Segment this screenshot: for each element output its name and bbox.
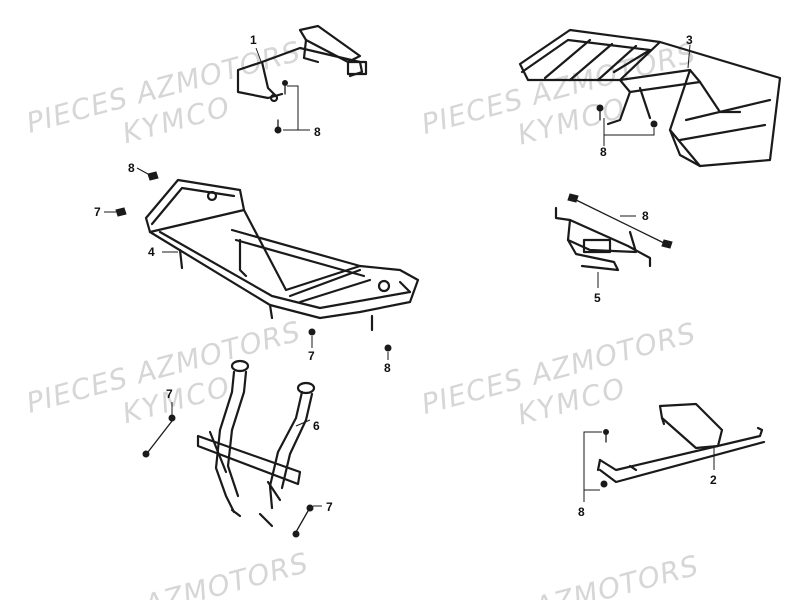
callout-7: 7: [166, 387, 173, 401]
part-7-bolt-front-rack-bottom: [308, 328, 316, 348]
callout-7: 7: [94, 205, 101, 219]
callout-7: 7: [308, 349, 315, 363]
watermark-mid-right: PIECES AZMOTORS KYMCO: [418, 316, 700, 432]
callout-8: 8: [642, 209, 649, 223]
callout-8: 8: [578, 505, 585, 519]
part-8-bolt-front-rack-top: [136, 167, 159, 181]
part-1-bracket: [236, 24, 368, 103]
callout-8: 8: [314, 125, 321, 139]
callout-8: 8: [128, 161, 135, 175]
callout-6: 6: [313, 419, 320, 433]
callout-1: 1: [250, 33, 257, 47]
callout-5: 5: [594, 291, 601, 305]
part-6-front-bumper: [196, 359, 316, 528]
part-4-front-rack: [144, 178, 420, 332]
part-7-bolt-bumper-left: [142, 402, 176, 458]
callout-7: 7: [326, 500, 333, 514]
callout-3: 3: [686, 33, 693, 47]
part-8-bolt-set-rear-rack: [596, 104, 658, 146]
watermark-top-right: PIECES AZMOTORS KYMCO: [418, 36, 700, 152]
part-3-rear-rack: [518, 28, 782, 168]
part-7-bolt-front-rack-left: [104, 207, 127, 217]
callout-2: 2: [710, 473, 717, 487]
watermark-bottom-left: AZMOTORS: [139, 546, 313, 600]
watermark-mid-left: PIECES AZMOTORS KYMCO: [23, 315, 305, 431]
watermark-top-left: PIECES AZMOTORS KYMCO: [23, 35, 305, 151]
callout-4: 4: [148, 245, 155, 259]
callout-8: 8: [600, 145, 607, 159]
part-5-bracket: [554, 193, 673, 288]
part-7-bolt-bumper-right: [292, 504, 322, 538]
part-2-rear-bumper: [596, 402, 766, 484]
watermark-text: AZMOTORS: [529, 549, 703, 600]
part-8-bolt-front-rack-bottom: [384, 344, 392, 360]
part-8-bolt-set-top-left: [274, 80, 310, 134]
part-8-bolt-set-rear-bumper: [583, 429, 609, 502]
watermark-bottom-right: AZMOTORS: [529, 549, 703, 600]
callout-8: 8: [384, 361, 391, 375]
watermark-text: AZMOTORS: [139, 546, 313, 600]
